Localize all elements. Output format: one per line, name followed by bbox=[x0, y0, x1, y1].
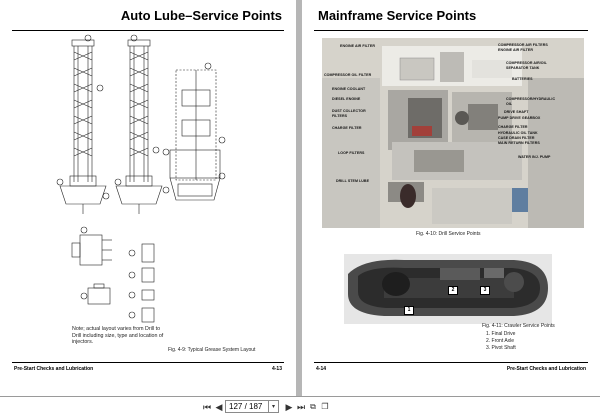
label-compressor-hydraulic: COMPRESSOR/HYDRAULIC bbox=[506, 97, 556, 101]
pages-icon[interactable]: ❐ bbox=[321, 402, 329, 411]
page-select-chevron-down-icon[interactable]: ▾ bbox=[269, 400, 279, 413]
figure-caption-left: Fig. 4-9: Typical Grease System Layout bbox=[168, 347, 256, 353]
skip-last-icon[interactable]: ⏭ bbox=[296, 402, 306, 412]
label-water-inj-pump: WATER INJ. PUMP bbox=[518, 155, 551, 159]
mainframe-photo bbox=[322, 38, 584, 228]
next-icon[interactable]: ▶ bbox=[285, 402, 293, 412]
footer-rule-left bbox=[12, 362, 284, 363]
label-diesel-engine: DIESEL ENGINE bbox=[332, 97, 361, 101]
crawler-point-1: 1. Final Drive bbox=[486, 331, 516, 337]
right-page: Mainframe Service Points ENGINE AIR FILT… bbox=[302, 0, 600, 396]
label-charge-filter-right: CHARGE FILTER bbox=[498, 125, 528, 129]
grease-pump-drawing bbox=[71, 226, 112, 266]
label-engine-air-filter-right: ENGINE AIR FILTER bbox=[498, 48, 533, 52]
figure-caption-crawler: Fig. 4-11: Crawler Service Points bbox=[482, 323, 555, 329]
title-rule-right bbox=[314, 30, 588, 31]
label-dust-collector-filters: FILTERS bbox=[332, 114, 348, 118]
page-number-input[interactable] bbox=[225, 400, 269, 413]
label-loop-filters: LOOP FILTERS bbox=[338, 151, 365, 155]
crawler-badge-3: 3 bbox=[480, 286, 490, 295]
label-dust-collector: DUST COLLECTOR bbox=[332, 109, 366, 113]
frame-drawing bbox=[162, 62, 226, 201]
prev-icon[interactable]: ◀ bbox=[215, 402, 223, 412]
label-main-return-filters: MAIN RETURN FILTERS bbox=[498, 141, 540, 145]
footer-section-right: Pre-Start Checks and Lubrication bbox=[506, 366, 586, 372]
page-title-left: Auto Lube–Service Points bbox=[120, 8, 282, 23]
divider-blocks-drawing bbox=[128, 243, 155, 323]
footer-rule-right bbox=[314, 362, 588, 363]
label-charge-filter-left: CHARGE FILTER bbox=[332, 126, 362, 130]
label-drill-stem-lube: DRILL STEM LUBE bbox=[336, 179, 370, 183]
title-rule-left bbox=[12, 30, 284, 31]
reservoir-drawing bbox=[80, 283, 111, 305]
left-page: Auto Lube–Service Points bbox=[0, 0, 296, 396]
label-drive-shaft: DRIVE SHAFT bbox=[504, 110, 529, 114]
label-compressor-hydraulic-oil: OIL bbox=[506, 102, 513, 106]
figure-caption-service-points: Fig. 4-10: Drill Service Points bbox=[416, 231, 481, 237]
crawler-badge-1: 1 bbox=[404, 306, 414, 315]
crawler-point-3: 3. Pivot Shaft bbox=[486, 345, 516, 351]
page-title-right: Mainframe Service Points bbox=[318, 8, 477, 23]
footer-page-right: 4-14 bbox=[316, 366, 327, 372]
page-navigation-toolbar: ⏮ ◀ ▾ ▶ ⏭ ⧉ ❐ bbox=[0, 396, 600, 416]
label-engine-air-filter-left: ENGINE AIR FILTER bbox=[340, 44, 375, 48]
footer-page-left: 4-13 bbox=[271, 366, 282, 372]
label-case-drain-filter: CASE DRAIN FILTER bbox=[498, 136, 535, 140]
footer-section-left: Pre-Start Checks and Lubrication bbox=[14, 366, 94, 372]
label-hydraulic-oil-tank: HYDRAULIC OIL TANK bbox=[498, 131, 538, 135]
mast-right-drawing bbox=[114, 34, 163, 214]
skip-first-icon[interactable]: ⏮ bbox=[202, 402, 212, 412]
mast-left-drawing bbox=[56, 34, 110, 214]
label-batteries: BATTERIES bbox=[512, 77, 533, 81]
crawler-point-2: 2. Front Axle bbox=[486, 338, 515, 344]
layout-note: Note; actual layout varies from Drill to… bbox=[72, 326, 164, 345]
copy-icon[interactable]: ⧉ bbox=[310, 402, 316, 411]
label-compressor-air-filters: COMPRESSOR AIR FILTERS bbox=[498, 43, 548, 47]
grease-system-diagram bbox=[56, 34, 226, 323]
label-pump-drive-gearbox: PUMP DRIVE GEARBOX bbox=[498, 116, 541, 120]
crawler-badge-2: 2 bbox=[448, 286, 458, 295]
label-separator-tank: SEPARATOR TANK bbox=[506, 66, 540, 70]
label-compressor-air-oil: COMPRESSOR AIR/OIL bbox=[506, 61, 547, 65]
label-compressor-oil-filter: COMPRESSOR OIL FILTER bbox=[324, 73, 372, 77]
label-engine-coolant: ENGINE COOLANT bbox=[332, 87, 366, 91]
